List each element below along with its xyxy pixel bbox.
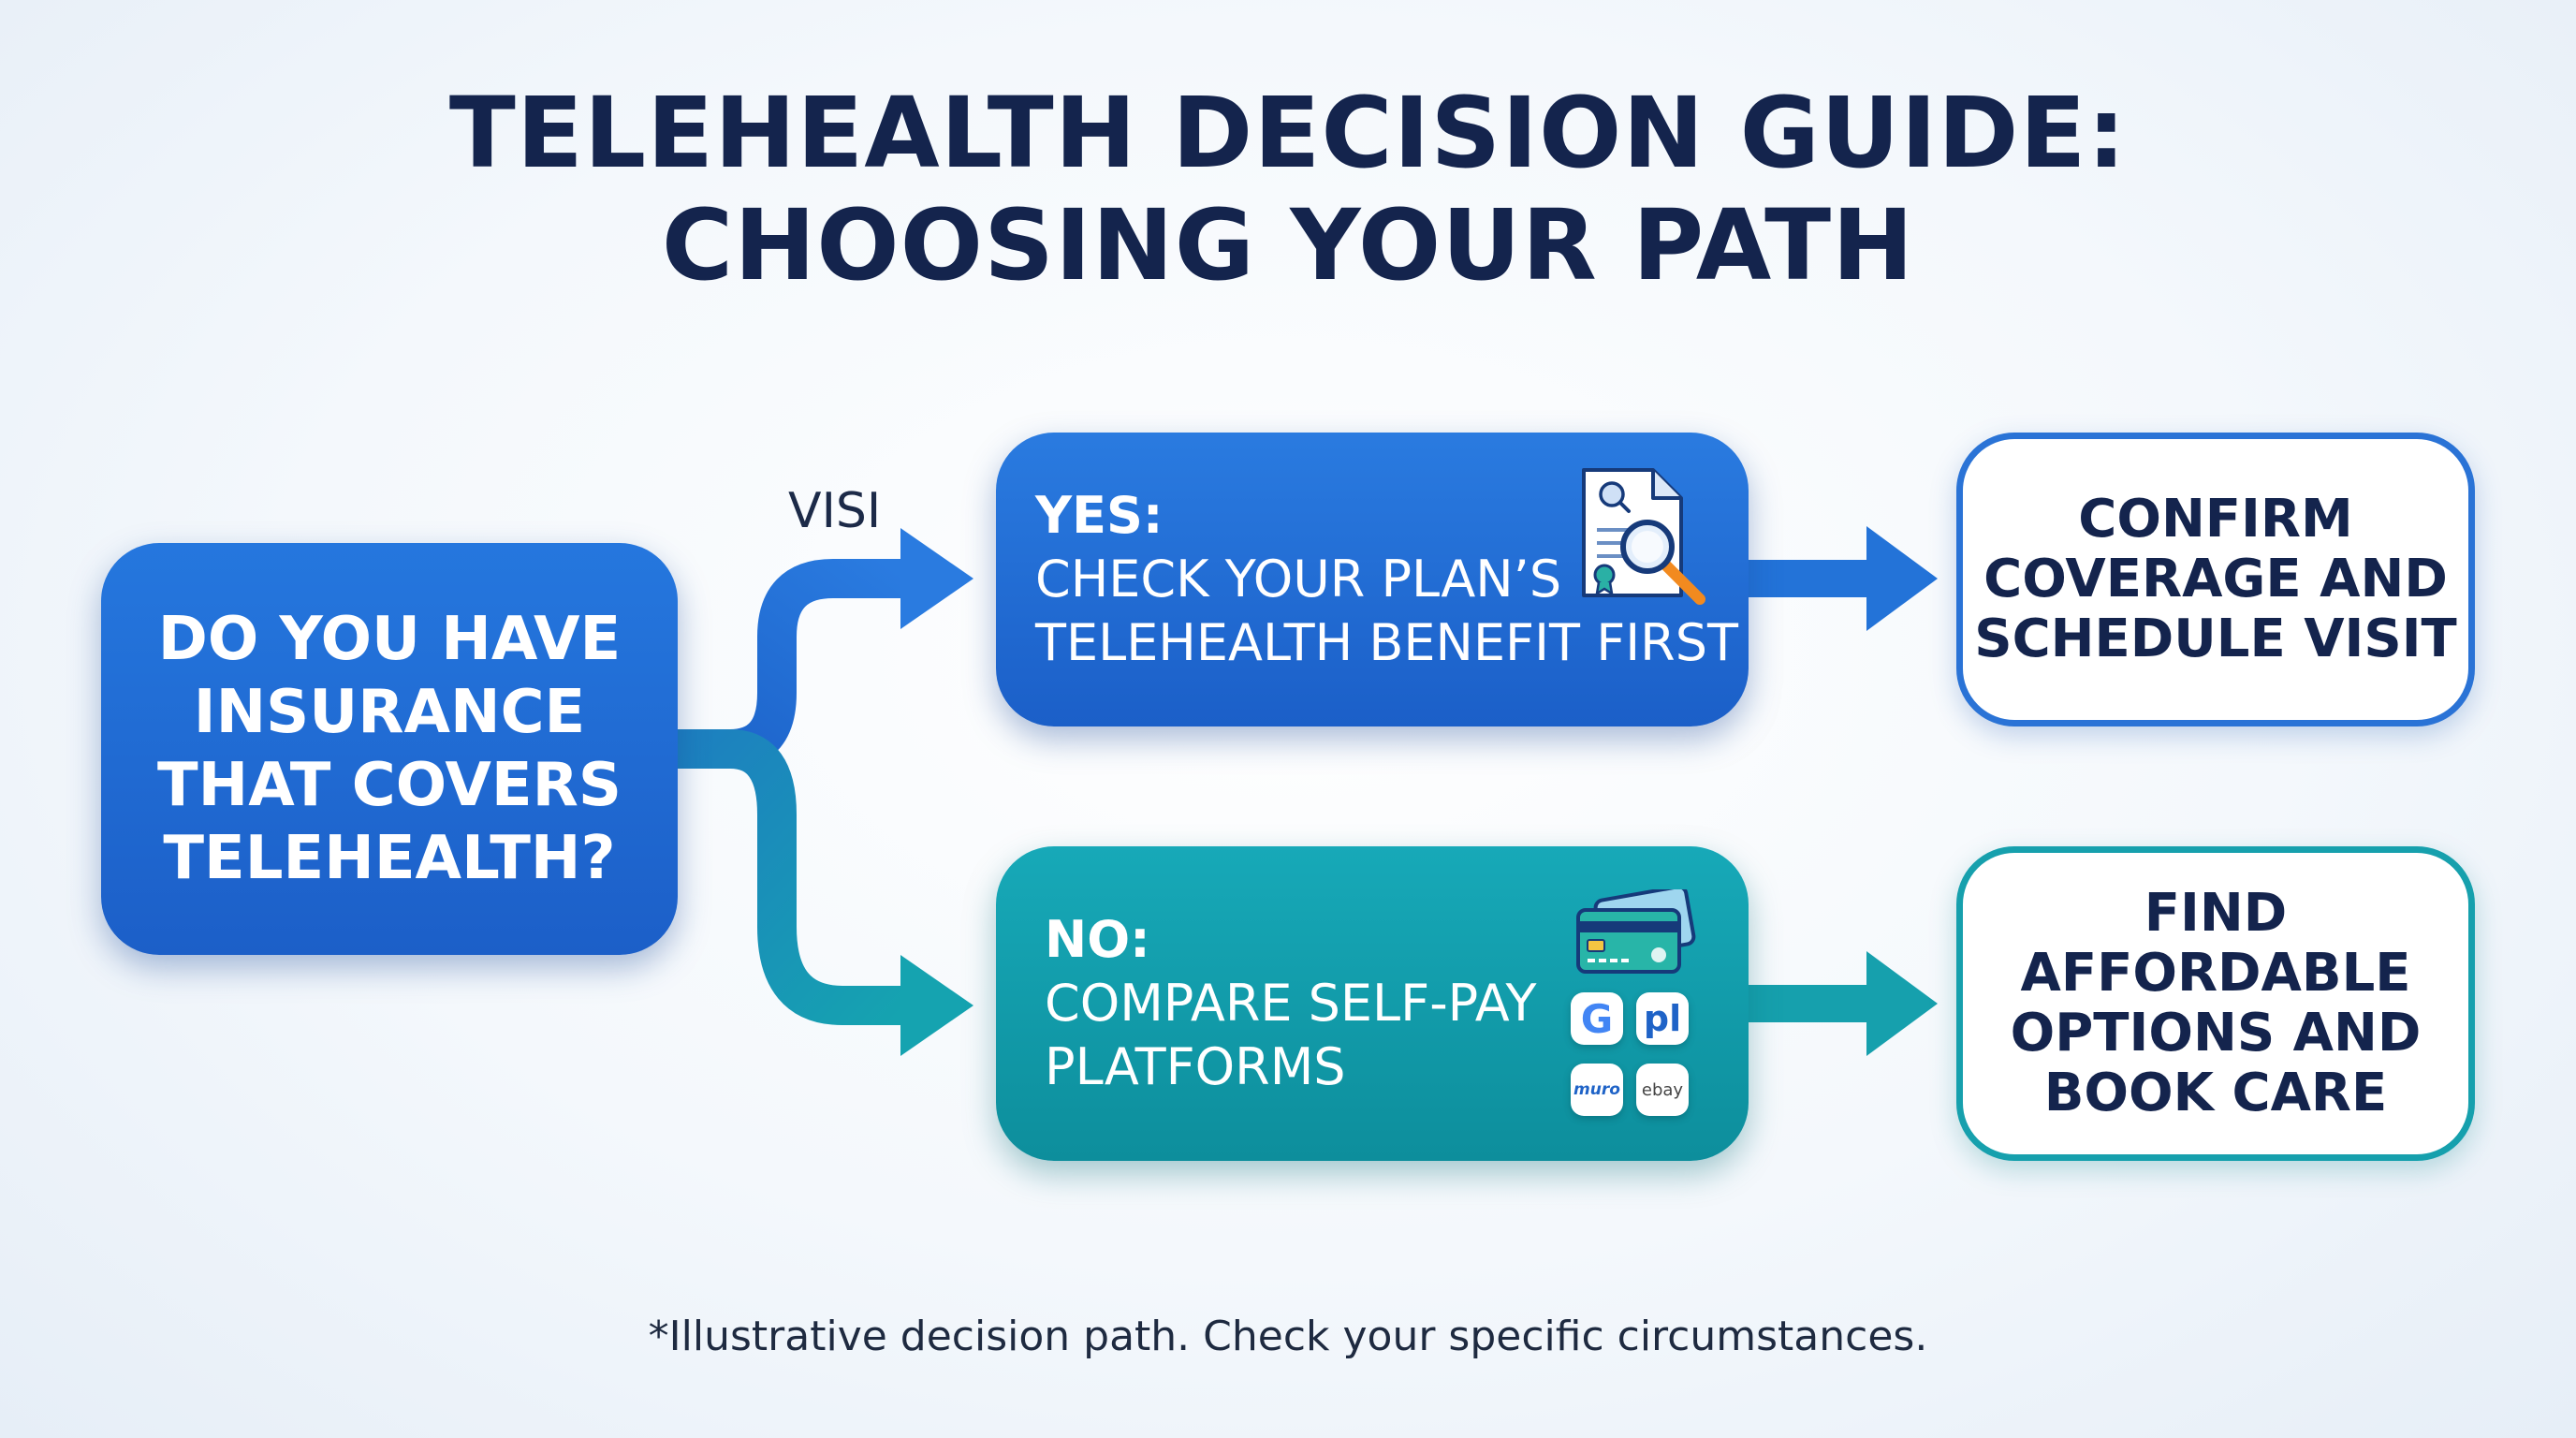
- document-search-icon: [1582, 468, 1705, 605]
- yes-line-1: CHECK YOUR PLAN’S: [1035, 550, 1562, 609]
- insurance-question-box: DO YOU HAVE INSURANCE THAT COVERS TELEHE…: [101, 543, 678, 955]
- no-result-line-3: OPTIONS AND: [2010, 1003, 2422, 1064]
- page-title-line-1: TELEHEALTH DECISION GUIDE:: [448, 76, 2128, 190]
- yes-heading: YES:: [1035, 486, 1164, 545]
- question-line-3: THAT COVERS: [157, 751, 622, 820]
- google-brand-text: G: [1580, 995, 1614, 1042]
- no-branch-connector: [669, 729, 908, 1025]
- page-title-line-2: CHOOSING YOUR PATH: [661, 188, 1915, 302]
- yes-result-connector: [1741, 560, 1872, 597]
- find-affordable-result-box: FIND AFFORDABLE OPTIONS AND BOOK CARE: [1956, 846, 2475, 1161]
- yes-branch-arrowhead: [900, 528, 973, 629]
- page-title: TELEHEALTH DECISION GUIDE: CHOOSING YOUR…: [0, 77, 2576, 301]
- no-heading: NO:: [1045, 910, 1150, 969]
- no-result-line-1: FIND: [2144, 883, 2288, 944]
- yes-line-2: TELEHEALTH BENEFIT FIRST: [1035, 613, 1738, 672]
- question-line-1: DO YOU HAVE: [157, 605, 622, 674]
- credit-card-icon: [1576, 889, 1696, 974]
- no-branch-arrowhead: [900, 955, 973, 1056]
- yes-result-line-1: CONFIRM: [2078, 489, 2353, 550]
- muro-brand-text: muro: [1573, 1080, 1620, 1099]
- branch-label: VISI: [788, 483, 882, 539]
- no-result-line-4: BOOK CARE: [2043, 1063, 2388, 1123]
- yes-result-line-2: COVERAGE AND: [1983, 549, 2448, 609]
- no-result-line-2: AFFORDABLE: [2020, 943, 2411, 1004]
- question-line-4: TELEHEALTH?: [163, 824, 616, 893]
- yes-result-arrowhead: [1866, 526, 1938, 631]
- question-line-2: INSURANCE: [193, 678, 586, 747]
- no-result-arrowhead: [1866, 951, 1938, 1056]
- ebay-brand-icon: ebay: [1636, 1064, 1689, 1116]
- google-brand-icon: G: [1571, 992, 1623, 1045]
- pl-brand-icon: pl: [1636, 992, 1689, 1045]
- yes-branch-connector: [669, 559, 908, 769]
- pl-brand-text: pl: [1643, 998, 1682, 1039]
- confirm-coverage-result-box: CONFIRM COVERAGE AND SCHEDULE VISIT: [1956, 433, 2475, 726]
- no-result-connector: [1741, 985, 1872, 1022]
- yes-result-line-3: SCHEDULE VISIT: [1974, 609, 2457, 669]
- ebay-brand-text: ebay: [1641, 1079, 1684, 1100]
- no-line-2: PLATFORMS: [1045, 1037, 1346, 1096]
- footnote: *Illustrative decision path. Check your …: [648, 1313, 1928, 1360]
- muro-brand-icon: muro: [1571, 1064, 1623, 1116]
- no-line-1: COMPARE SELF-PAY: [1045, 974, 1537, 1033]
